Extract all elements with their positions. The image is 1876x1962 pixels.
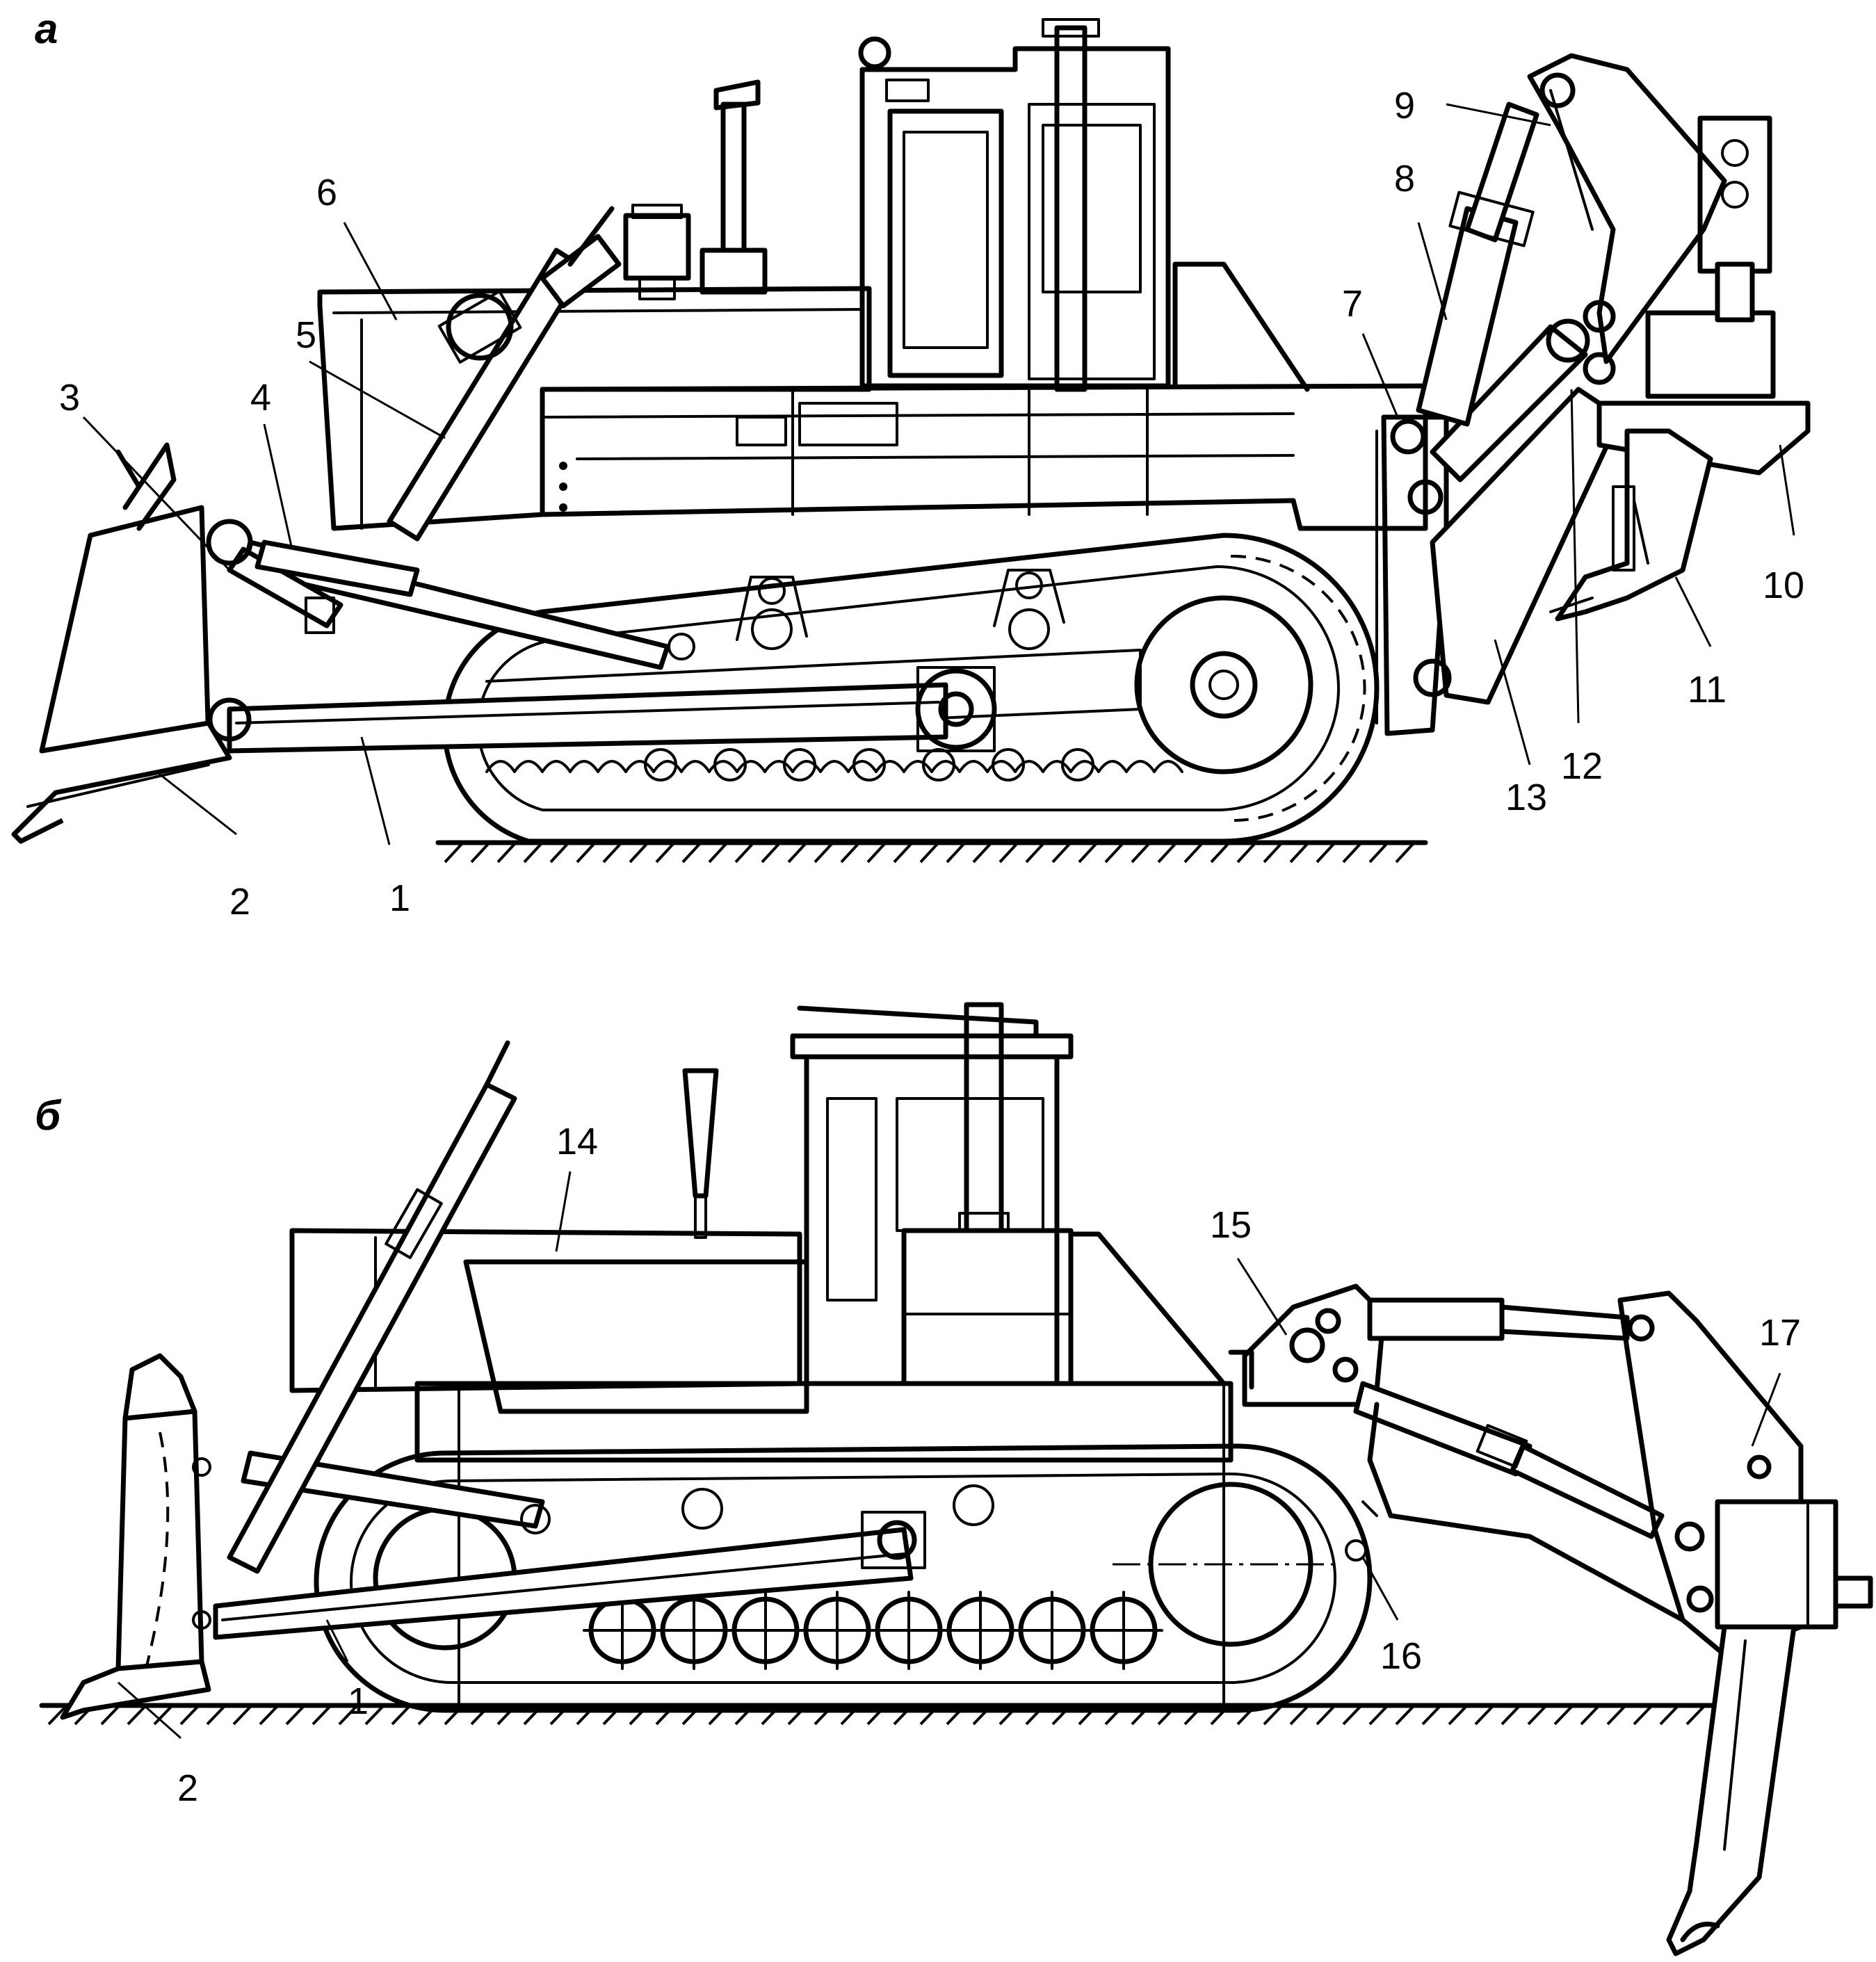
- label-7: 7: [1342, 283, 1363, 325]
- label-12: 12: [1561, 745, 1603, 787]
- label-14: 14: [556, 1121, 598, 1162]
- panel-a-ripper: [1375, 53, 1811, 736]
- label-2: 2: [229, 881, 250, 923]
- label-16: 16: [1380, 1635, 1422, 1677]
- panel-b-labels: 1 2 14 15 16 17: [177, 1121, 1801, 1809]
- label-b-2: 2: [177, 1767, 198, 1809]
- panel-a-rivets: [559, 462, 567, 512]
- panel-a-body: [317, 18, 1428, 531]
- panel-a: а: [11, 6, 1811, 923]
- label-b-1: 1: [348, 1680, 369, 1722]
- panel-b: б: [35, 1002, 1873, 1956]
- label-3: 3: [59, 377, 80, 419]
- label-17: 17: [1759, 1312, 1801, 1354]
- label-8: 8: [1394, 158, 1415, 200]
- panel-a-labels: 1 2 3 4 5 6 7 8 9 10 11 12 13: [59, 85, 1804, 923]
- panel-a-track: [442, 533, 1380, 844]
- panel-b-leaders: [118, 1171, 1781, 1740]
- panel-b-dozer: [60, 1040, 926, 1720]
- panel-a-ground: [435, 840, 1428, 864]
- panel-b-body: [289, 1002, 1254, 1712]
- panel-b-ripper: [1242, 1283, 1873, 1956]
- label-10: 10: [1763, 565, 1804, 606]
- panel-b-track: [314, 1443, 1373, 1713]
- label-13: 13: [1505, 777, 1547, 818]
- label-11: 11: [1688, 669, 1727, 711]
- label-1: 1: [389, 877, 410, 919]
- panel-b-letter: б: [35, 1092, 62, 1139]
- label-5: 5: [296, 314, 316, 356]
- panel-a-leaders: [82, 103, 1795, 845]
- panel-a-letter: а: [35, 6, 58, 52]
- label-9: 9: [1394, 85, 1415, 127]
- panel-a-dozer: [11, 206, 997, 844]
- label-4: 4: [250, 377, 271, 419]
- label-6: 6: [316, 172, 337, 213]
- label-15: 15: [1210, 1204, 1252, 1246]
